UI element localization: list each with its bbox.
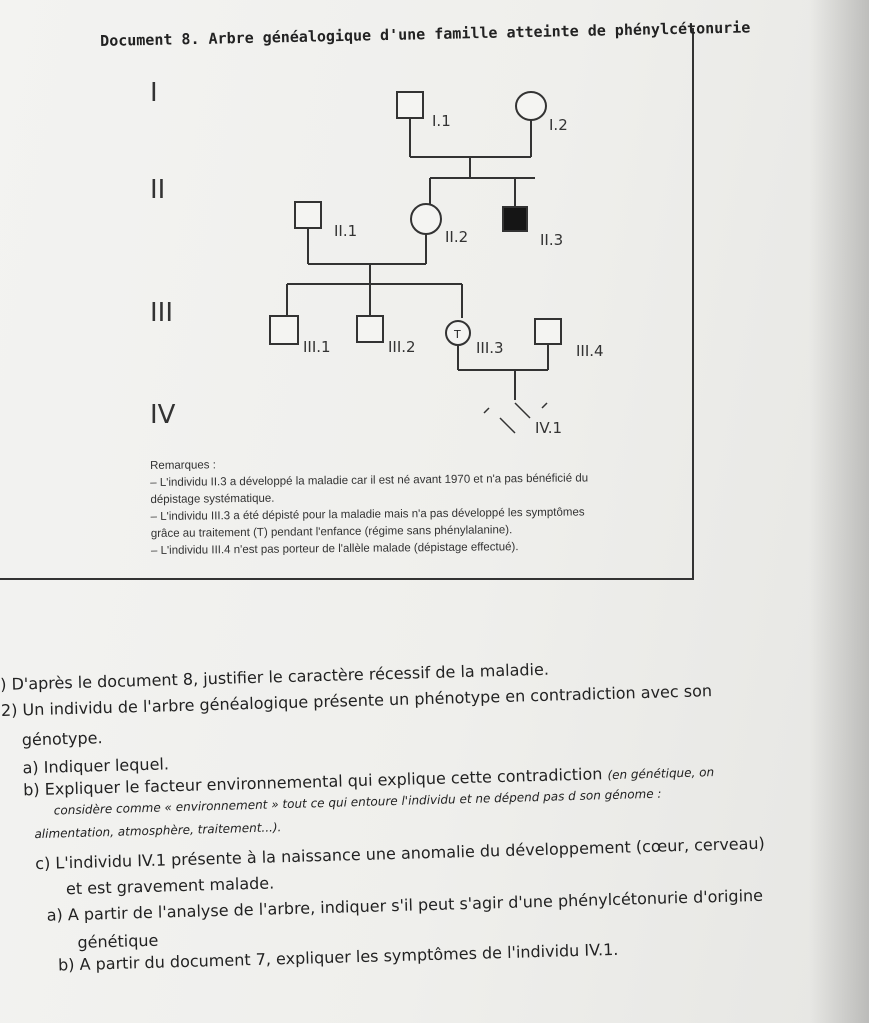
generation-label-2: II bbox=[150, 175, 166, 205]
document-frame bbox=[0, 28, 694, 580]
male-III1-symbol bbox=[269, 315, 299, 345]
male-II1-symbol bbox=[294, 201, 322, 229]
label-I2: I.2 bbox=[549, 116, 568, 134]
male-I1-symbol bbox=[396, 91, 424, 119]
generation-label-3: III bbox=[150, 298, 174, 328]
question-2c-a-cont: génétique bbox=[77, 930, 159, 952]
remarks-block: Remarques : – L'individu II.3 a développ… bbox=[150, 453, 651, 560]
treatment-mark: T bbox=[453, 328, 461, 341]
label-II1: II.1 bbox=[334, 222, 358, 240]
unknown-IV1-symbol bbox=[499, 402, 531, 434]
label-II2: II.2 bbox=[445, 228, 469, 246]
male-III4-symbol bbox=[534, 318, 562, 345]
label-III2: III.2 bbox=[388, 338, 416, 356]
label-III3: III.3 bbox=[476, 339, 504, 357]
label-II3: II.3 bbox=[540, 231, 564, 249]
male-III2-symbol bbox=[356, 315, 384, 343]
female-I2-symbol bbox=[515, 91, 547, 121]
question-2-cont: génotype. bbox=[21, 728, 103, 750]
label-III1: III.1 bbox=[303, 338, 331, 356]
page-edge-shadow bbox=[809, 0, 869, 1023]
label-I1: I.1 bbox=[432, 112, 451, 130]
label-IV1: IV.1 bbox=[535, 419, 563, 437]
label-III4: III.4 bbox=[576, 342, 604, 360]
question-2b-note: (en génétique, on bbox=[607, 765, 715, 783]
affected-male-II3-symbol bbox=[502, 206, 528, 232]
female-II2-symbol bbox=[410, 203, 442, 235]
generation-label-4: IV bbox=[150, 400, 176, 430]
generation-label-1: I bbox=[150, 78, 158, 108]
